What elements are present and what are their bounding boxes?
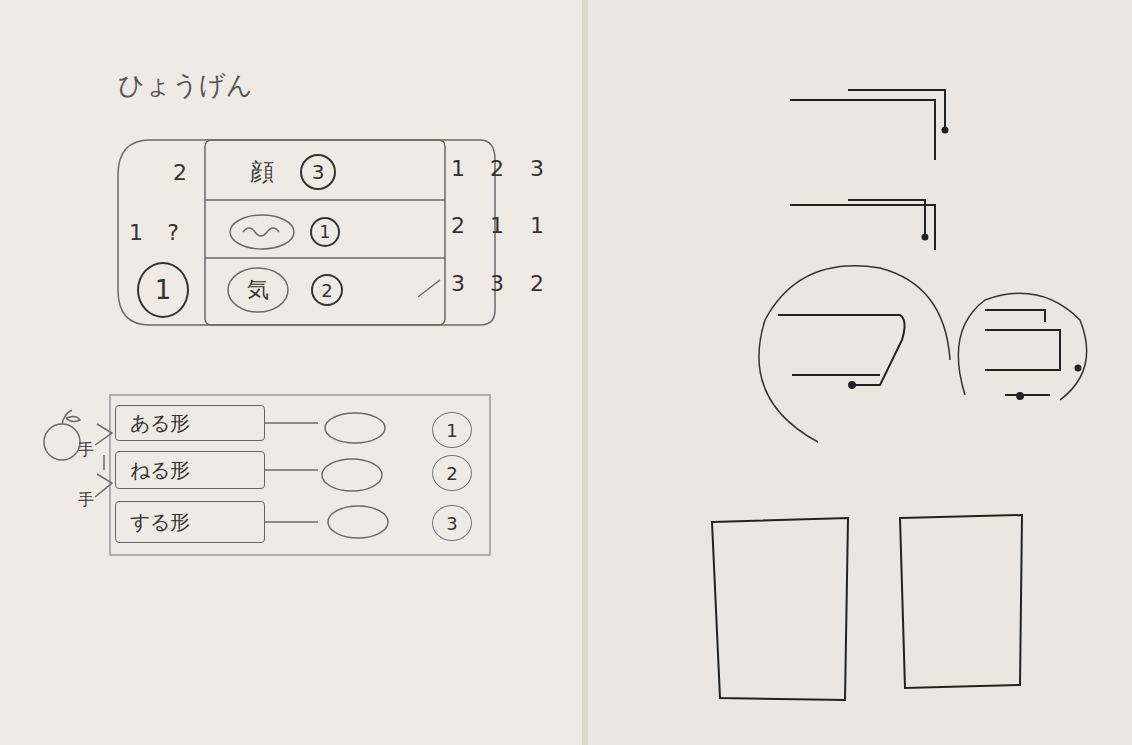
node-text: 1 bbox=[320, 222, 331, 242]
node-text: ある形 bbox=[130, 410, 190, 437]
node-text: 3 bbox=[446, 513, 457, 534]
sketch-label: 3 bbox=[490, 271, 504, 296]
form-box: ねる形 bbox=[115, 451, 265, 489]
node-text: 3 bbox=[312, 160, 325, 184]
ink-sketch bbox=[712, 90, 1087, 700]
sketch-label: 1 bbox=[129, 220, 143, 245]
circled-number: 1 bbox=[137, 262, 189, 318]
circled-number: 2 bbox=[432, 455, 472, 491]
sketch-label: 気 bbox=[247, 275, 269, 305]
sketch-label: 手 bbox=[78, 440, 94, 461]
circled-number: 2 bbox=[311, 274, 343, 306]
node-text: する形 bbox=[130, 509, 190, 536]
page-fold bbox=[582, 0, 588, 745]
node-text: 2 bbox=[446, 463, 457, 484]
sketch-label: ? bbox=[167, 220, 179, 245]
sketch-label: 3 bbox=[451, 271, 465, 296]
sketch-label: 手 bbox=[78, 490, 94, 511]
page-title: ひょうげん bbox=[118, 68, 253, 103]
circled-number: 3 bbox=[300, 154, 336, 190]
sketch-label: 2 bbox=[530, 271, 544, 296]
sketch-label: 3 bbox=[530, 156, 544, 181]
sketch-label: 2 bbox=[451, 213, 465, 238]
sketch-label: 2 bbox=[490, 156, 504, 181]
circled-number: 1 bbox=[432, 412, 472, 448]
sketch-label: 1 bbox=[530, 213, 544, 238]
circled-number: 3 bbox=[432, 505, 472, 541]
form-box: ある形 bbox=[115, 405, 265, 441]
circled-number: 1 bbox=[310, 217, 340, 247]
sketch-label: 2 bbox=[173, 160, 187, 185]
form-box: する形 bbox=[115, 501, 265, 543]
sketch-label: 1 bbox=[451, 156, 465, 181]
sketch-label: 1 bbox=[490, 213, 504, 238]
node-text: 1 bbox=[446, 420, 457, 441]
node-text: 1 bbox=[155, 275, 172, 305]
right-page bbox=[585, 0, 1132, 745]
sketch-label: 顔 bbox=[250, 156, 274, 188]
pencil-sketch bbox=[44, 140, 495, 555]
node-text: 2 bbox=[321, 280, 332, 301]
node-text: ねる形 bbox=[130, 457, 190, 484]
